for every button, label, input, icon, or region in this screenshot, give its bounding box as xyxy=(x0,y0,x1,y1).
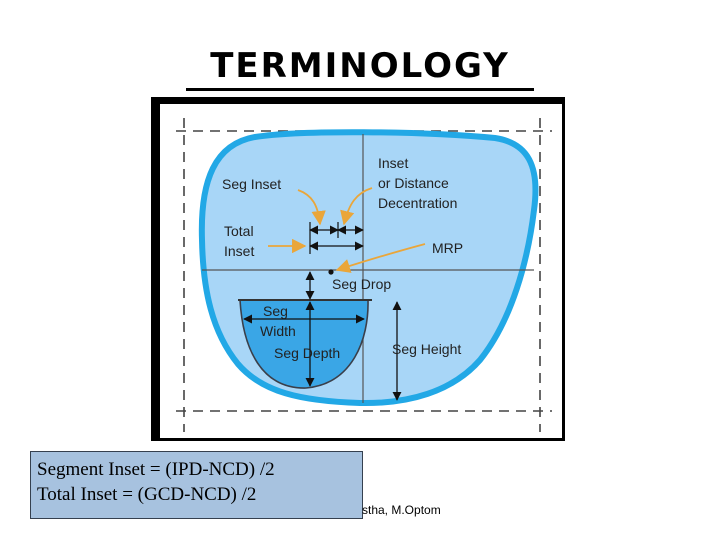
label-inset-line1: Inset xyxy=(378,155,408,171)
author-credit: stha, M.Optom xyxy=(362,503,441,517)
title-underline xyxy=(186,88,534,91)
label-seg-width-line1: Seg xyxy=(263,303,288,319)
label-seg-height: Seg Height xyxy=(392,341,461,357)
label-total-line1: Total xyxy=(224,223,254,239)
inset-tick-marks xyxy=(309,222,339,254)
dimension-arrows xyxy=(243,225,402,401)
label-inset-line3: Decentration xyxy=(378,195,457,211)
label-total-line2: Inset xyxy=(224,243,254,259)
formula-total-inset: Total Inset = (GCD-NCD) /2 xyxy=(37,484,257,505)
label-seg-depth: Seg Depth xyxy=(274,345,340,361)
label-seg-inset: Seg Inset xyxy=(222,176,281,192)
formula-segment-inset: Segment Inset = (IPD-NCD) /2 xyxy=(37,459,275,480)
label-seg-drop: Seg Drop xyxy=(332,276,391,292)
pointer-arrows xyxy=(268,187,426,273)
label-inset-line2: or Distance xyxy=(378,175,449,191)
mrp-dot xyxy=(328,269,334,275)
label-seg-width-line2: Width xyxy=(260,323,296,339)
label-mrp: MRP xyxy=(432,240,463,256)
formula-box: Segment Inset = (IPD-NCD) /2 Total Inset… xyxy=(30,451,363,519)
terminology-diagram: Seg Inset Inset or Distance Decentration… xyxy=(160,104,562,438)
slide-title: TERMINOLOGY xyxy=(210,46,510,86)
